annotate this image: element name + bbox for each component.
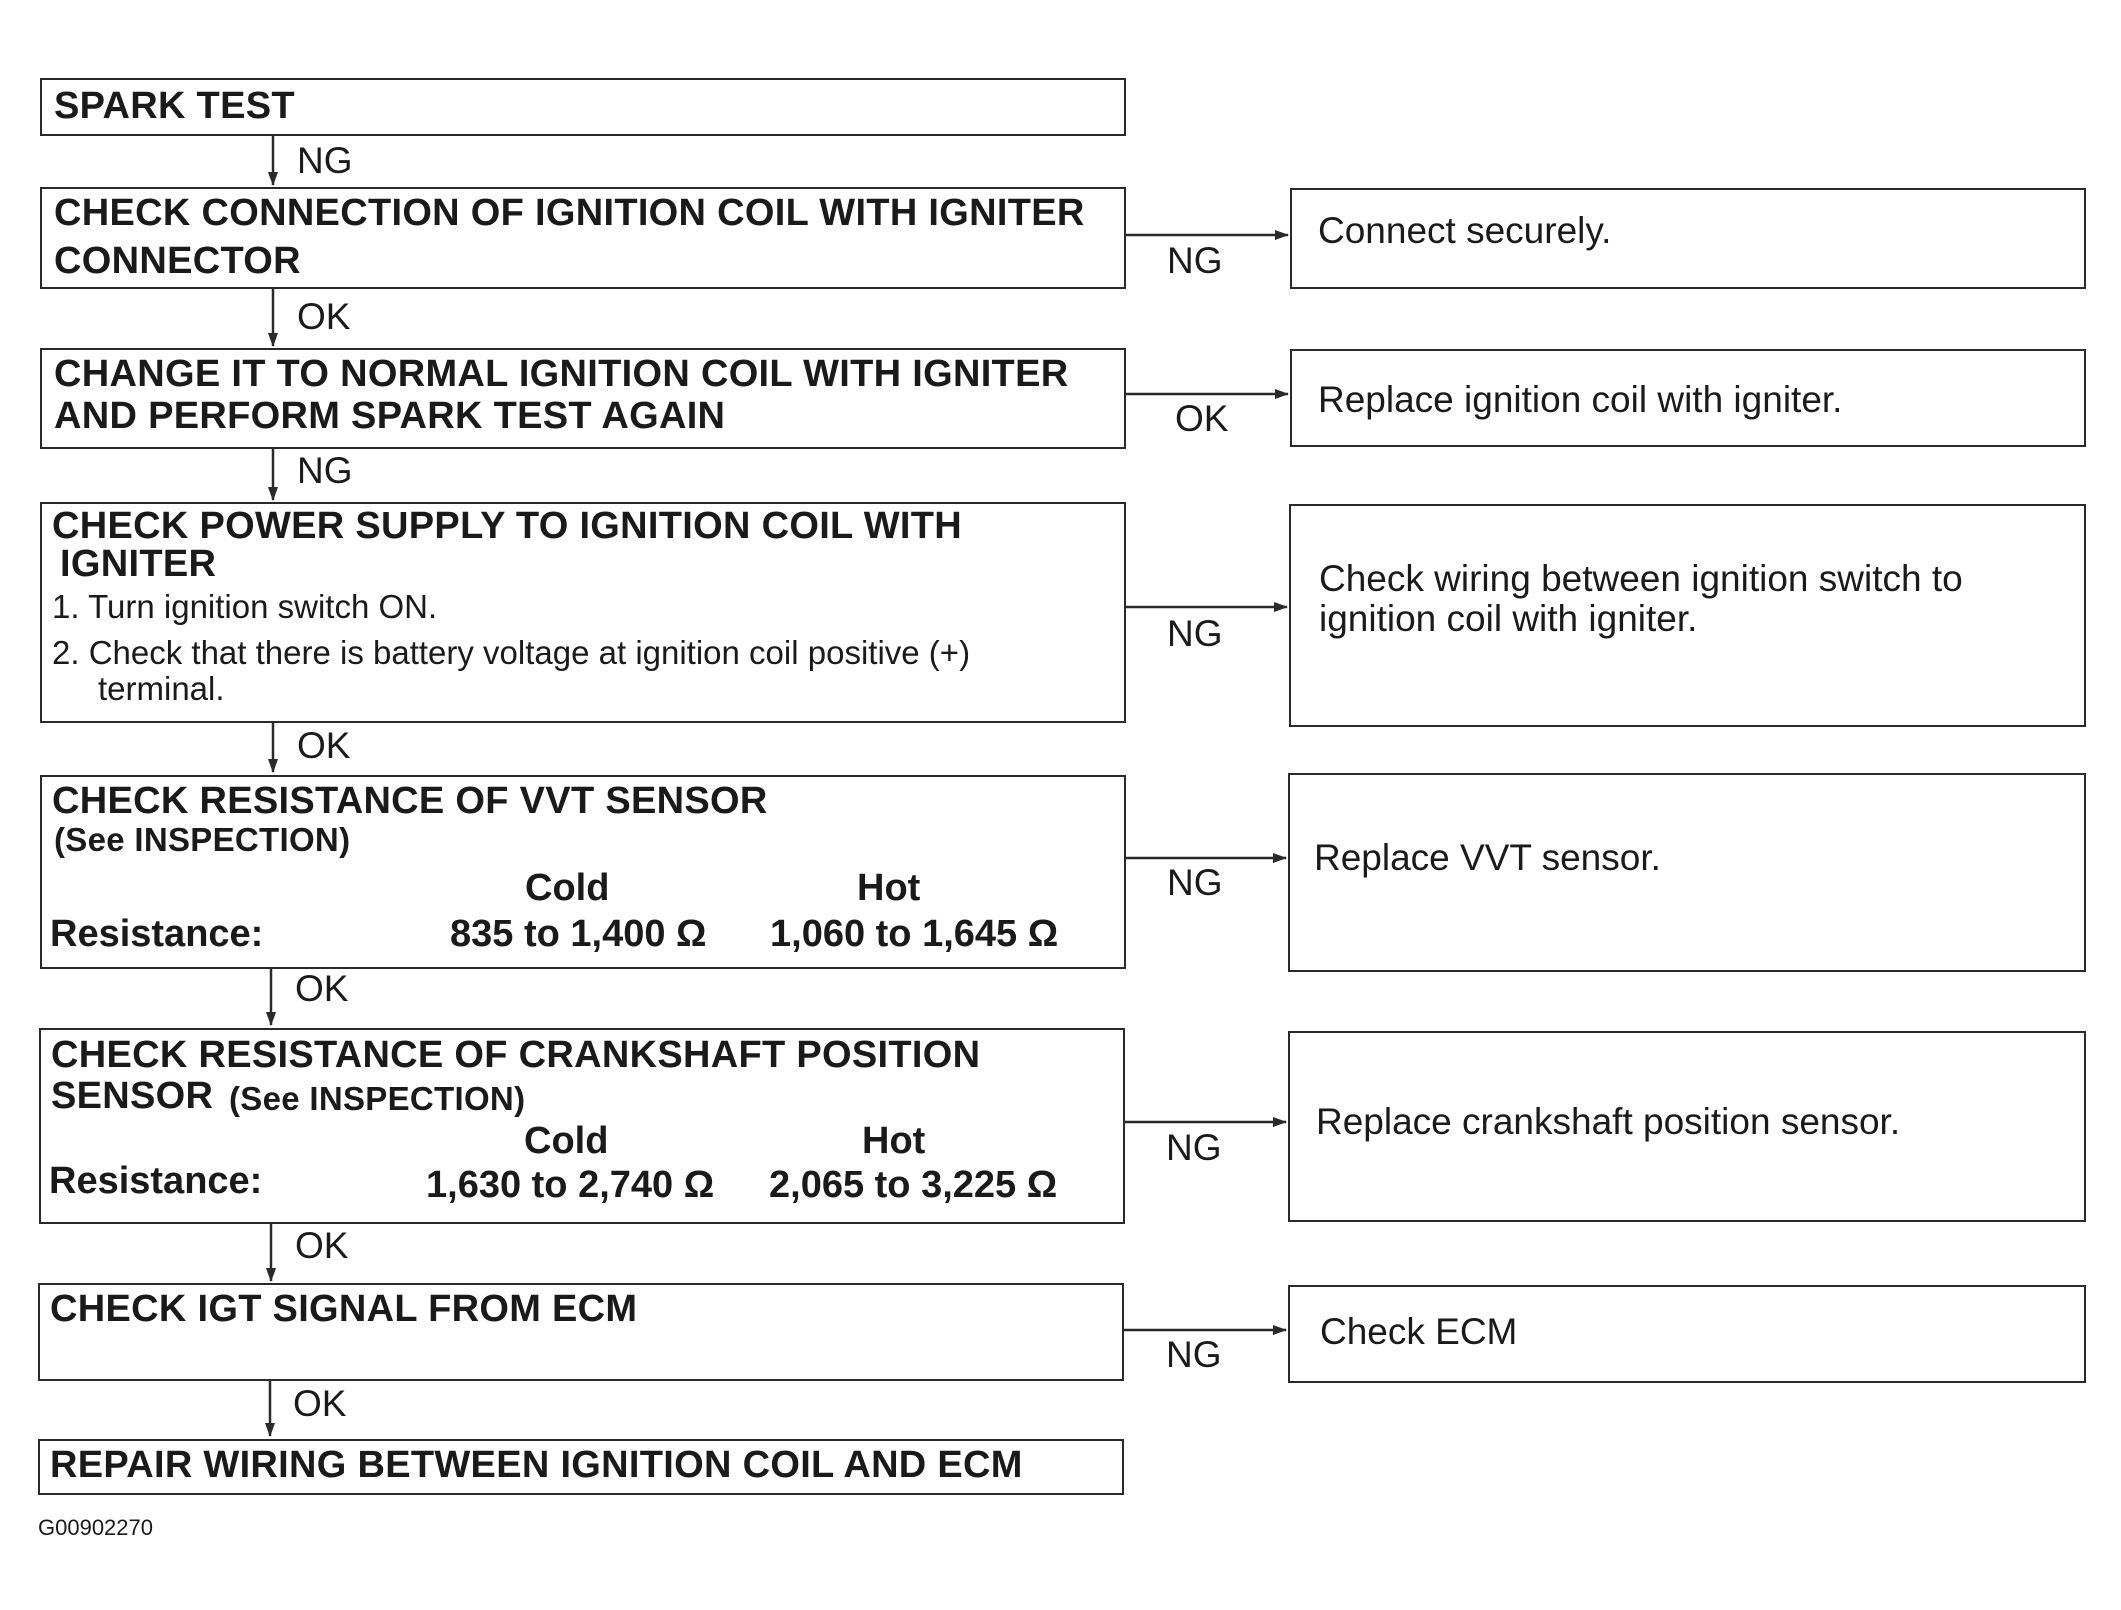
side-label-5: NG	[1166, 1127, 1222, 1168]
step-check-vvt-sensor: CHECK RESISTANCE OF VVT SENSOR (See INSP…	[40, 775, 1126, 969]
step-check-crankshaft-sensor: CHECK RESISTANCE OF CRANKSHAFT POSITION …	[39, 1028, 1125, 1224]
side-label-6: NG	[1166, 1334, 1222, 1375]
result-replace-coil: Replace ignition coil with igniter.	[1290, 349, 2086, 447]
hot-resistance-value: 1,060 to 1,645 Ω	[770, 913, 1059, 955]
step-title: CHECK IGT SIGNAL FROM ECM	[50, 1288, 638, 1330]
down-label-7: OK	[293, 1383, 347, 1424]
column-header-cold: Cold	[525, 867, 610, 909]
down-label-2: OK	[297, 296, 351, 337]
step-title: CONNECTOR	[54, 240, 301, 282]
down-label-5: OK	[295, 968, 349, 1009]
step-check-igt-signal: CHECK IGT SIGNAL FROM ECM	[38, 1283, 1124, 1381]
step-title: AND PERFORM SPARK TEST AGAIN	[54, 395, 726, 437]
step-subtitle: (See INSPECTION)	[229, 1080, 526, 1117]
step-check-power-supply: CHECK POWER SUPPLY TO IGNITION COIL WITH…	[40, 502, 1126, 723]
step-subtitle: (See INSPECTION)	[54, 821, 351, 858]
column-header-cold: Cold	[524, 1120, 609, 1162]
cold-resistance-value: 835 to 1,400 Ω	[450, 913, 707, 955]
step-detail-3: terminal.	[98, 670, 225, 707]
step-detail-1: 1. Turn ignition switch ON.	[52, 588, 438, 625]
side-label-2: OK	[1175, 398, 1229, 439]
step-title: SPARK TEST	[54, 85, 295, 127]
step-detail-2: 2. Check that there is battery voltage a…	[52, 634, 971, 671]
hot-resistance-value: 2,065 to 3,225 Ω	[769, 1164, 1058, 1206]
down-label-3: NG	[297, 450, 353, 491]
down-label-4: OK	[297, 725, 351, 766]
side-label-4: NG	[1167, 862, 1223, 903]
cold-resistance-value: 1,630 to 2,740 Ω	[426, 1164, 715, 1206]
column-header-hot: Hot	[862, 1120, 926, 1162]
result-text: Connect securely.	[1318, 210, 1612, 251]
result-text: Replace crankshaft position sensor.	[1316, 1101, 1901, 1142]
step-title: CHECK RESISTANCE OF CRANKSHAFT POSITION	[51, 1034, 981, 1076]
result-connect-securely: Connect securely.	[1290, 188, 2086, 289]
result-replace-vvt-sensor: Replace VVT sensor.	[1288, 773, 2086, 972]
result-check-wiring: Check wiring between ignition switch to …	[1289, 504, 2086, 727]
result-replace-crankshaft-sensor: Replace crankshaft position sensor.	[1288, 1031, 2086, 1222]
step-title: IGNITER	[60, 543, 217, 585]
step-repair-wiring: REPAIR WIRING BETWEEN IGNITION COIL AND …	[38, 1439, 1124, 1495]
step-check-connection: CHECK CONNECTION OF IGNITION COIL WITH I…	[40, 187, 1126, 289]
result-text: Check wiring between ignition switch to	[1319, 558, 1963, 599]
step-title: CHANGE IT TO NORMAL IGNITION COIL WITH I…	[54, 353, 1069, 395]
step-title: CHECK RESISTANCE OF VVT SENSOR	[52, 780, 768, 822]
result-check-ecm: Check ECM	[1288, 1285, 2086, 1383]
resistance-label: Resistance:	[49, 1160, 263, 1202]
result-text: Replace VVT sensor.	[1314, 837, 1661, 878]
step-spark-test: SPARK TEST	[40, 78, 1126, 136]
step-title: REPAIR WIRING BETWEEN IGNITION COIL AND …	[50, 1444, 1023, 1486]
step-title: SENSOR	[51, 1075, 214, 1117]
side-label-1: NG	[1167, 240, 1223, 281]
step-title: CHECK POWER SUPPLY TO IGNITION COIL WITH	[52, 505, 963, 547]
down-label-6: OK	[295, 1225, 349, 1266]
step-change-coil: CHANGE IT TO NORMAL IGNITION COIL WITH I…	[40, 348, 1126, 449]
resistance-label: Resistance:	[50, 913, 264, 955]
figure-code: G00902270	[38, 1515, 153, 1540]
column-header-hot: Hot	[857, 867, 921, 909]
result-text: ignition coil with igniter.	[1319, 598, 1698, 639]
down-label-1: NG	[297, 140, 353, 181]
result-text: Check ECM	[1320, 1311, 1518, 1352]
step-title: CHECK CONNECTION OF IGNITION COIL WITH I…	[54, 192, 1085, 234]
side-label-3: NG	[1167, 613, 1223, 654]
result-text: Replace ignition coil with igniter.	[1318, 379, 1843, 420]
